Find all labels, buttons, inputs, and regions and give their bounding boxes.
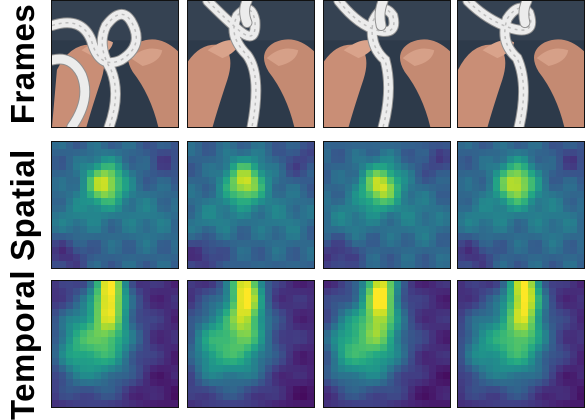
row-label-temporal: Temporal xyxy=(0,270,46,420)
row-label-frames: Frames xyxy=(0,0,46,128)
temporal-heatmap-3 xyxy=(323,280,451,408)
spatial-heatmap-1 xyxy=(51,141,179,269)
frame-image-2 xyxy=(187,0,315,128)
frame-image-4 xyxy=(457,0,585,128)
frame-image-1 xyxy=(51,0,179,128)
spatial-heatmap-3 xyxy=(323,141,451,269)
row-label-spatial: Spatial xyxy=(0,141,46,269)
temporal-heatmap-4 xyxy=(457,280,585,408)
temporal-heatmap-2 xyxy=(187,280,315,408)
frame-image-3 xyxy=(323,0,451,128)
row-label-spatial-text: Spatial xyxy=(4,149,42,261)
spatial-heatmap-4 xyxy=(457,141,585,269)
row-label-frames-text: Frames xyxy=(4,3,41,125)
row-label-temporal-text: Temporal xyxy=(4,269,41,420)
temporal-heatmap-1 xyxy=(51,280,179,408)
spatial-heatmap-2 xyxy=(187,141,315,269)
